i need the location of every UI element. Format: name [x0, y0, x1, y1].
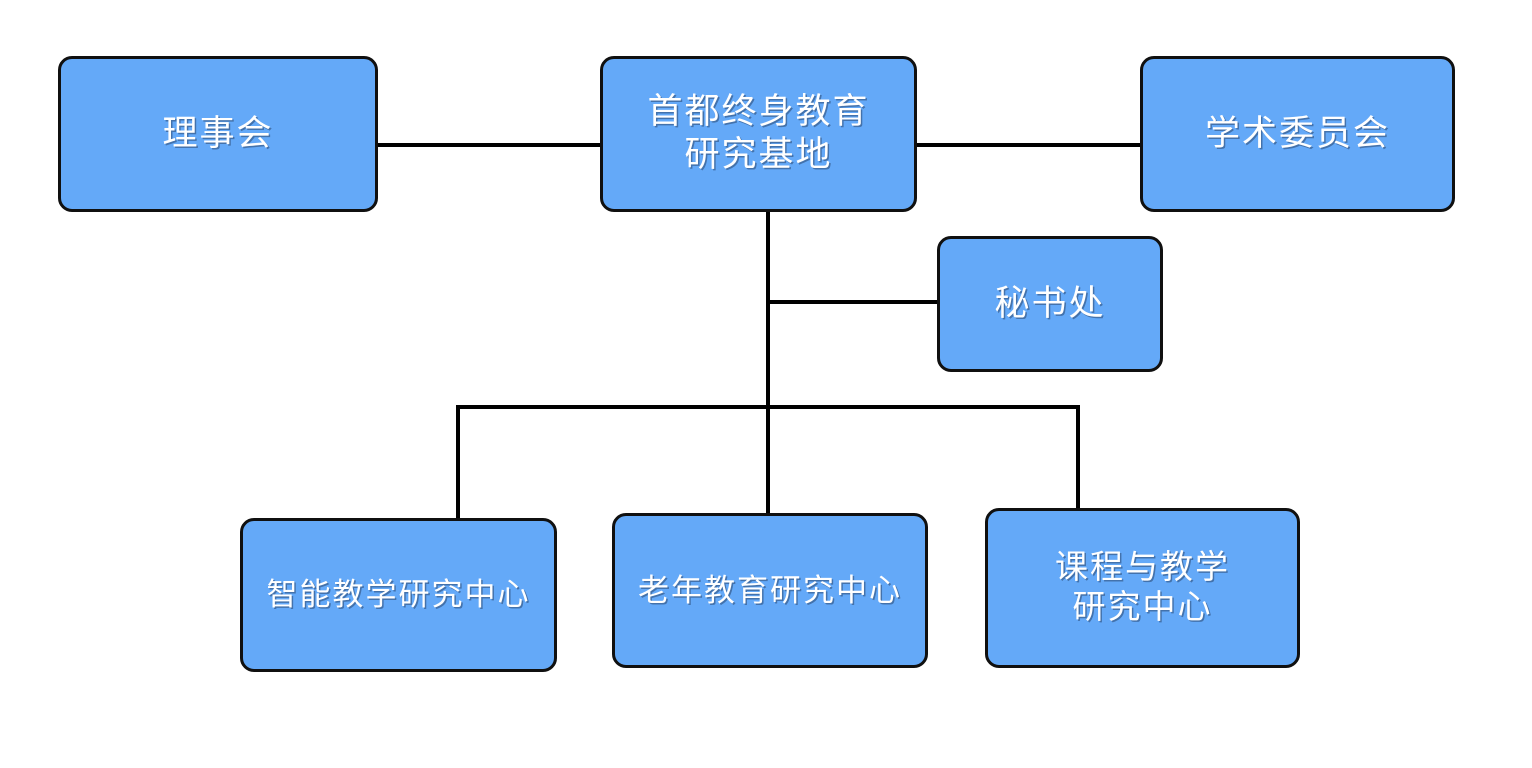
- node-secretariat-label: 秘书处: [994, 283, 1106, 323]
- node-board-label: 理事会: [162, 113, 274, 153]
- connector-drop-intelligent-teaching: [456, 405, 460, 520]
- connector-trunk-upper: [766, 210, 770, 409]
- node-center-curriculum-teaching-label: 课程与教学 研究中心: [1055, 549, 1230, 626]
- node-center-curriculum-teaching[interactable]: 课程与教学 研究中心: [985, 508, 1300, 668]
- node-center-intelligent-teaching[interactable]: 智能教学研究中心: [240, 518, 557, 672]
- connector-base-to-secretariat: [766, 300, 939, 304]
- connector-drop-senior-education: [766, 405, 770, 515]
- node-academic-committee-label: 学术委员会: [1204, 113, 1390, 153]
- node-academic-committee[interactable]: 学术委员会: [1140, 56, 1455, 212]
- node-base[interactable]: 首都终身教育 研究基地: [600, 56, 917, 212]
- node-center-intelligent-teaching-label: 智能教学研究中心: [266, 577, 531, 613]
- connector-base-to-academic-committee: [915, 143, 1142, 147]
- node-center-senior-education-label: 老年教育研究中心: [638, 572, 902, 608]
- node-base-label: 首都终身教育 研究基地: [647, 92, 870, 174]
- node-center-senior-education[interactable]: 老年教育研究中心: [612, 513, 928, 668]
- node-board[interactable]: 理事会: [58, 56, 378, 212]
- connector-drop-curriculum-teaching: [1076, 405, 1080, 510]
- connector-board-to-base: [378, 143, 602, 147]
- node-secretariat[interactable]: 秘书处: [937, 236, 1163, 372]
